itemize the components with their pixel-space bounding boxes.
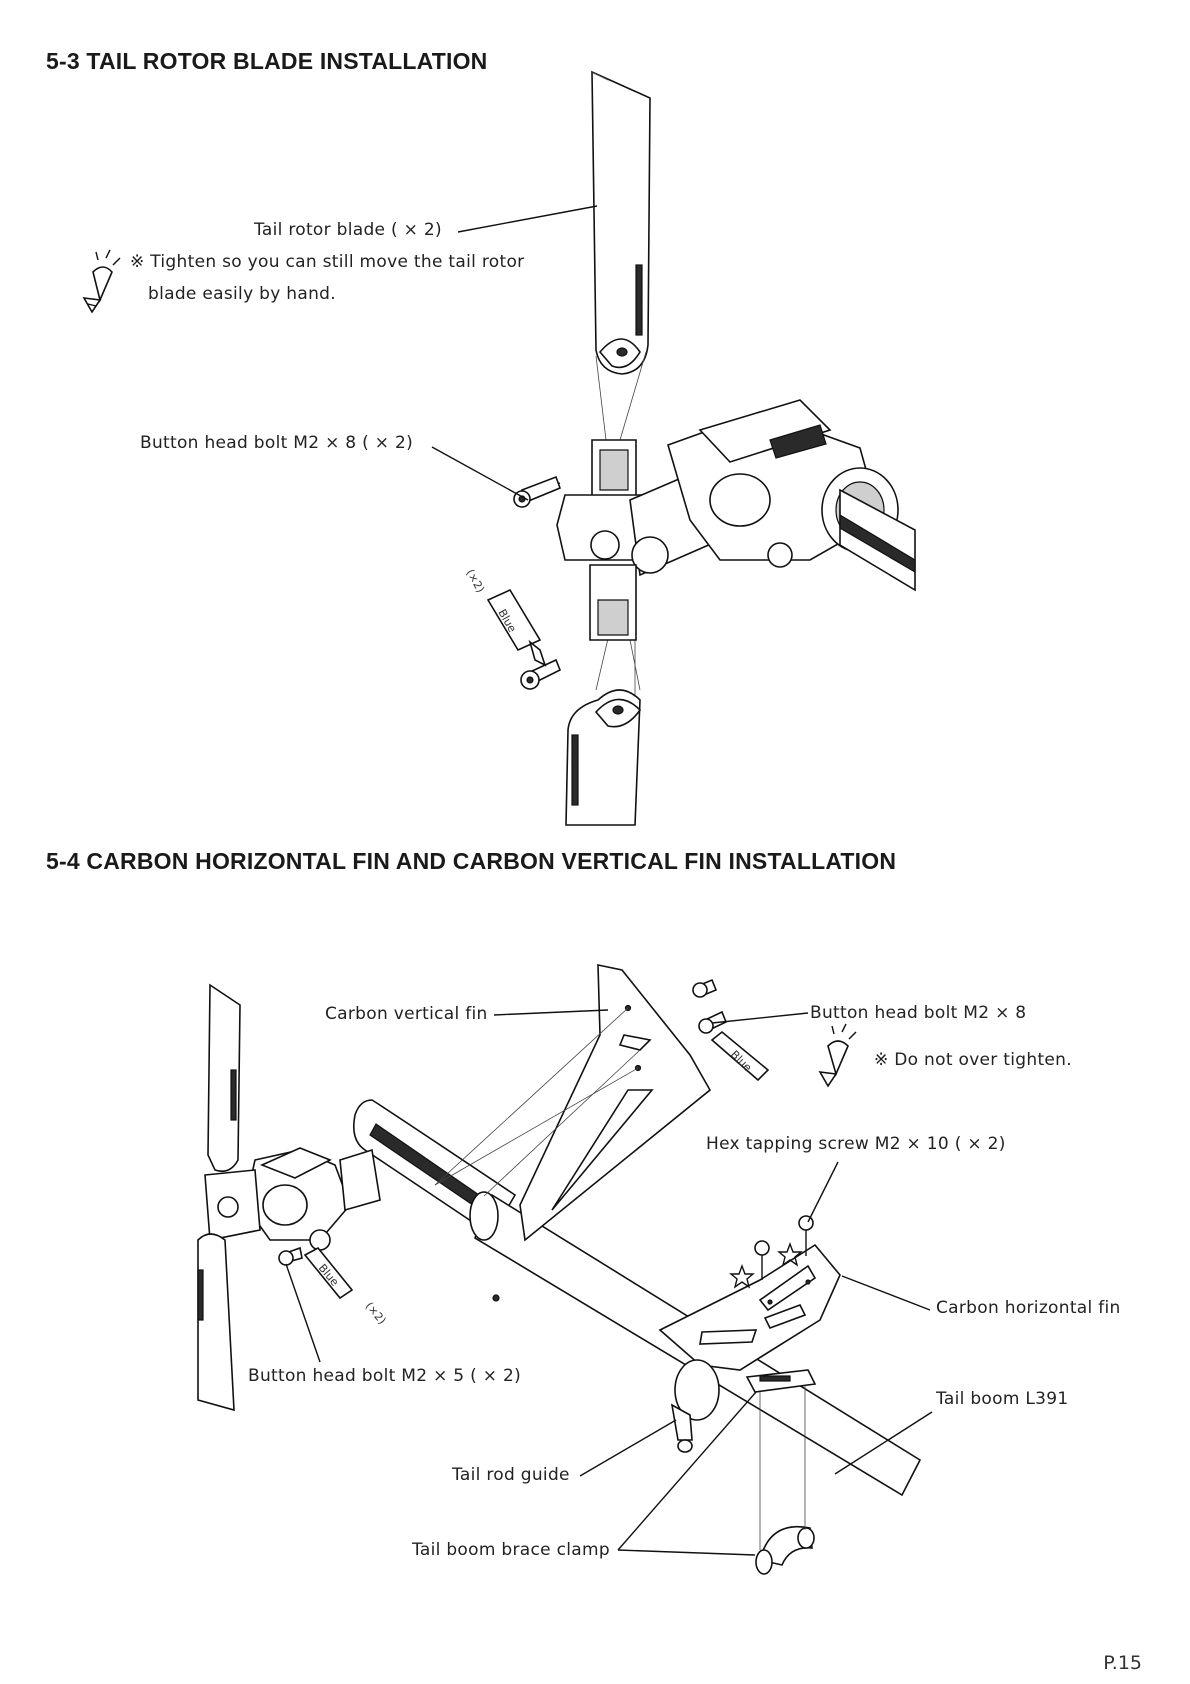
carbon-horizontal-fin [658, 1243, 841, 1371]
button-head-bolt-bottom [278, 1246, 303, 1266]
vertical-fin-bolt-upper [692, 978, 718, 998]
tip-text-line-2: blade easily by hand. [148, 284, 336, 304]
hex-tapping-screw-left [754, 1240, 770, 1280]
leader-tail-rotor-blade [457, 205, 598, 233]
leader-brace-clamp-upper [617, 1391, 757, 1551]
carbon-vertical-fin [434, 964, 712, 1242]
tail-rotor-blade-left-lower [197, 1233, 235, 1412]
leader-hex-tapping-screw [807, 1161, 839, 1223]
quantity-mark-upper: (×2) [463, 567, 487, 595]
quantity-mark-bottom: (×2) [363, 1300, 389, 1327]
button-head-bolt-upper [513, 475, 562, 508]
section-title-tail-rotor-blade: 5-3 TAIL ROTOR BLADE INSTALLATION [46, 48, 488, 74]
button-head-bolt-lower [520, 658, 562, 690]
tail-boom [352, 1099, 922, 1497]
star-mark-right [777, 1242, 803, 1267]
leader-button-head-bolt-m2x5 [285, 1263, 321, 1363]
upper-tail-rotor-blade [591, 70, 651, 375]
label-button-head-bolt-m2x8: Button head bolt M2 × 8 [810, 1003, 1027, 1023]
label-button-head-bolt: Button head bolt M2 × 8 ( × 2) [140, 433, 414, 453]
label-tail-boom-brace-clamp: Tail boom brace clamp [412, 1540, 610, 1560]
threadlock-tube-upper: Blue [486, 588, 547, 667]
leader-tail-rod-guide [579, 1419, 677, 1477]
tip-text-line-1: ※ Tighten so you can still move the tail… [130, 252, 525, 272]
threadlock-tube-bottom: Blue [303, 1246, 354, 1300]
tip-lightbulb-icon-bottom [818, 1023, 857, 1088]
label-tail-rod-guide: Tail rod guide [452, 1465, 570, 1485]
tail-rotor-hub [556, 351, 916, 825]
label-tail-boom: Tail boom L391 [936, 1389, 1069, 1409]
section-title-fin-installation: 5-4 CARBON HORIZONTAL FIN AND CARBON VER… [46, 848, 897, 874]
leader-button-head-bolt [431, 446, 529, 501]
leader-brace-clamp-lower [617, 1549, 756, 1556]
page-number: P.15 [1103, 1652, 1142, 1674]
leader-button-head-bolt-m2x8 [711, 1012, 809, 1024]
star-mark-left [729, 1264, 755, 1289]
tip-text-do-not-over-tighten: ※ Do not over tighten. [874, 1050, 1072, 1070]
tail-boom-brace-clamp [745, 1369, 817, 1575]
tail-boom-mounted-gearbox [204, 1147, 381, 1251]
leader-vertical-fin [493, 1009, 609, 1016]
label-carbon-vertical-fin: Carbon vertical fin [325, 1004, 488, 1024]
tip-lightbulb-icon [82, 249, 121, 314]
leader-tail-boom [834, 1411, 933, 1475]
tail-rotor-blade-left-upper [207, 983, 241, 1173]
lower-tail-rotor-blade [565, 689, 642, 826]
label-button-head-bolt-m2x5: Button head bolt M2 × 5 ( × 2) [248, 1366, 522, 1386]
label-tail-rotor-blade: Tail rotor blade ( × 2) [254, 220, 442, 240]
label-hex-tapping-screw: Hex tapping screw M2 × 10 ( × 2) [706, 1134, 1006, 1154]
label-carbon-horizontal-fin: Carbon horizontal fin [936, 1298, 1121, 1318]
tail-rod-guide [670, 1359, 720, 1453]
threadlock-tube-vertical-fin: Blue [710, 1030, 770, 1082]
leader-horizontal-fin [841, 1275, 931, 1311]
